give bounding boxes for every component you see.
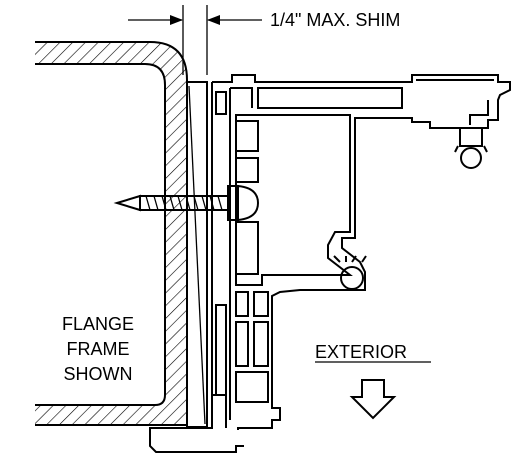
rough-opening-wall bbox=[35, 41, 188, 428]
chamber-upper-left bbox=[235, 120, 259, 152]
top-clip-barbs bbox=[454, 145, 488, 153]
wall-hatch-bottom bbox=[35, 398, 165, 425]
flange-leg bbox=[212, 394, 227, 428]
frame-inner-wall-2 bbox=[235, 114, 353, 286]
lower-clip-notches bbox=[333, 255, 367, 263]
screw-threads bbox=[145, 195, 223, 211]
screw-tip bbox=[113, 194, 141, 212]
shim-taper-line bbox=[188, 85, 206, 425]
chamber-b bbox=[235, 321, 249, 367]
down-arrow-icon bbox=[349, 379, 397, 420]
exterior-label: EXTERIOR bbox=[315, 342, 407, 362]
chamber-e bbox=[235, 371, 269, 403]
exterior-callout: EXTERIOR bbox=[315, 342, 431, 420]
top-clip-stem bbox=[459, 128, 483, 147]
chamber-lower-left bbox=[235, 221, 259, 275]
flange-label-line-2: FRAME bbox=[67, 339, 130, 359]
dim-arrow-left-head bbox=[170, 15, 183, 25]
chamber-c bbox=[253, 291, 269, 317]
dim-arrow-right-head bbox=[207, 15, 220, 25]
wall-outline-outer bbox=[35, 41, 188, 428]
dimension-callout: 1/4" MAX. SHIM bbox=[128, 5, 400, 75]
frame-outer-outline bbox=[149, 74, 511, 440]
frame-inner-wall bbox=[229, 87, 253, 420]
flange-label-line-3: SHOWN bbox=[64, 364, 133, 384]
window-frame-profile bbox=[149, 74, 511, 453]
wall-outline-inner bbox=[35, 63, 166, 406]
flange-label-line-1: FLANGE bbox=[62, 314, 134, 334]
bottom-tab bbox=[149, 428, 244, 453]
chamber-d bbox=[253, 321, 269, 367]
chamber-f bbox=[215, 304, 227, 396]
chamber-mid-left bbox=[235, 157, 259, 183]
screw-icon bbox=[113, 184, 260, 222]
top-clip-knob bbox=[460, 147, 482, 169]
wall-hatch-top bbox=[35, 42, 187, 425]
dimension-label: 1/4" MAX. SHIM bbox=[270, 10, 400, 30]
flange-frame-label: FLANGE FRAME SHOWN bbox=[62, 314, 134, 384]
shim bbox=[186, 81, 208, 428]
chamber-g bbox=[215, 91, 227, 115]
lower-clip-knob bbox=[340, 266, 364, 290]
chamber-a bbox=[235, 291, 249, 317]
top-right-lip bbox=[416, 79, 494, 125]
screw-head bbox=[237, 184, 260, 222]
top-channel bbox=[257, 87, 403, 109]
